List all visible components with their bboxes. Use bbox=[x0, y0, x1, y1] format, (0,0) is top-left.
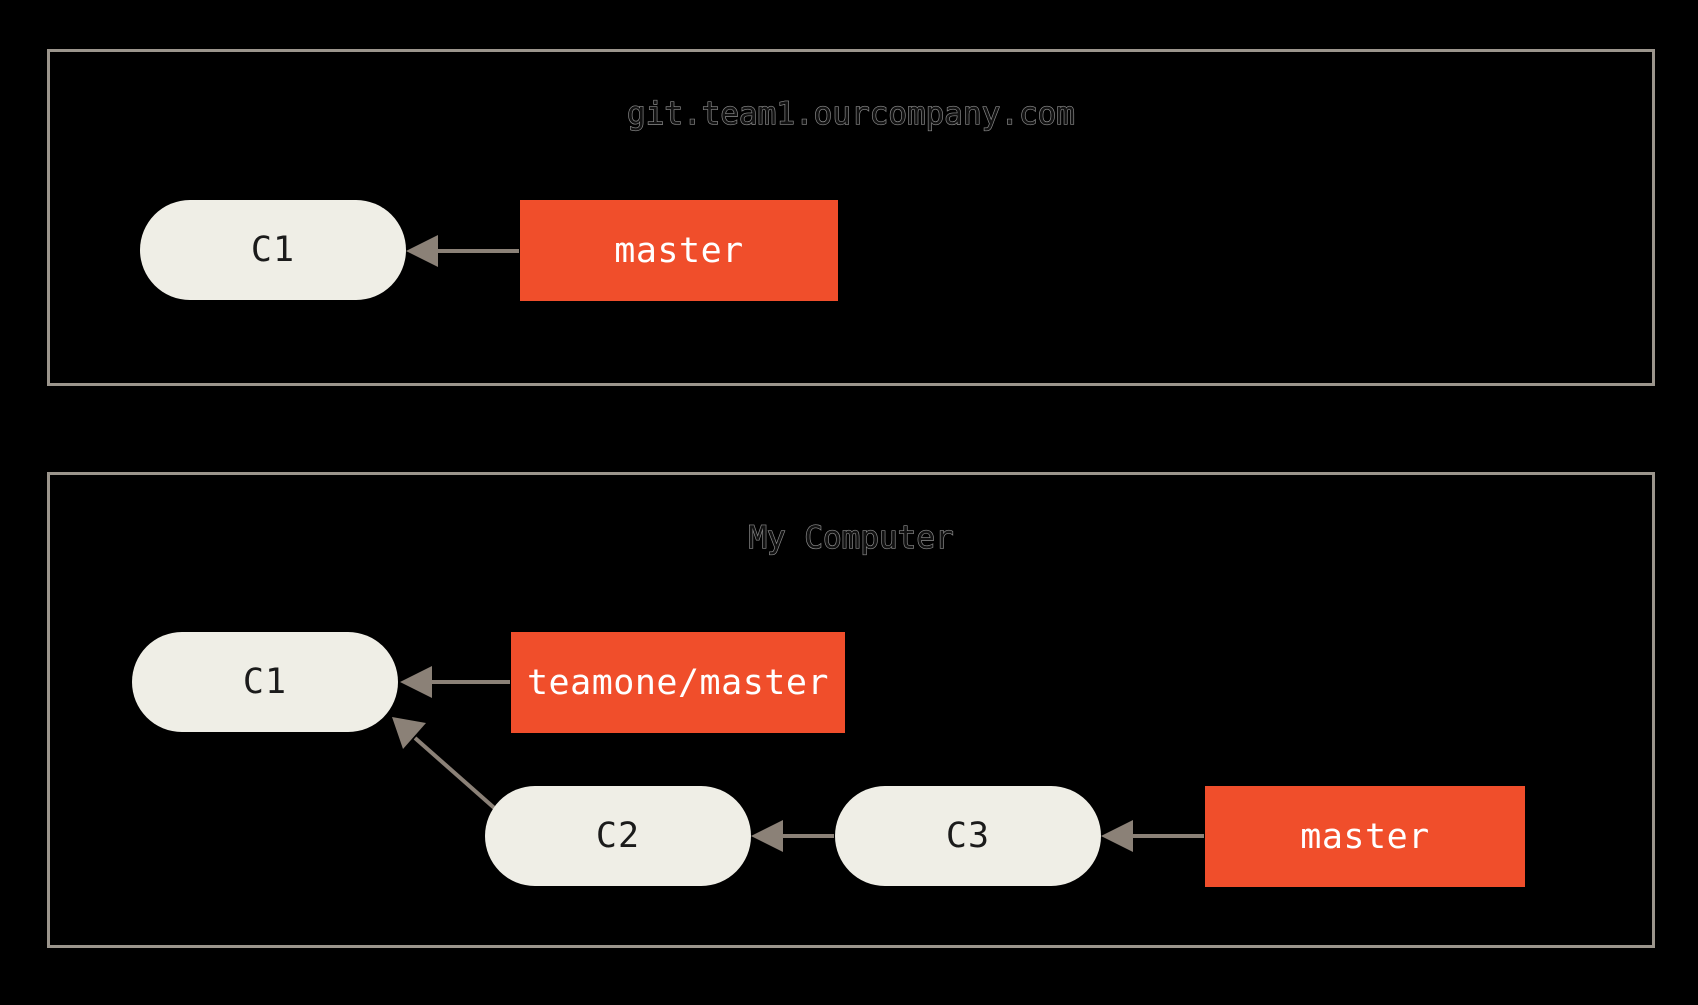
branch-label-text: master bbox=[614, 230, 744, 271]
panel-remote-server: git.team1.ourcompany.com bbox=[47, 49, 1655, 386]
branch-label-teamone-master[interactable]: teamone/master bbox=[511, 632, 845, 733]
branch-label-master-remote[interactable]: master bbox=[520, 200, 838, 301]
commit-node-c3[interactable]: C3 bbox=[835, 786, 1101, 886]
commit-label: C3 bbox=[945, 816, 991, 856]
commit-label: C2 bbox=[595, 816, 641, 856]
commit-node-c1-local[interactable]: C1 bbox=[132, 632, 398, 732]
branch-label-text: master bbox=[1300, 816, 1430, 857]
commit-label: C1 bbox=[242, 662, 288, 702]
panel-my-computer: My Computer bbox=[47, 472, 1655, 948]
panel-local-title: My Computer bbox=[748, 520, 955, 556]
commit-label: C1 bbox=[250, 230, 296, 270]
panel-remote-title: git.team1.ourcompany.com bbox=[626, 96, 1075, 132]
branch-label-text: teamone/master bbox=[526, 662, 829, 703]
commit-node-c2[interactable]: C2 bbox=[485, 786, 751, 886]
commit-node-c1-remote[interactable]: C1 bbox=[140, 200, 406, 300]
branch-label-master-local[interactable]: master bbox=[1205, 786, 1525, 887]
